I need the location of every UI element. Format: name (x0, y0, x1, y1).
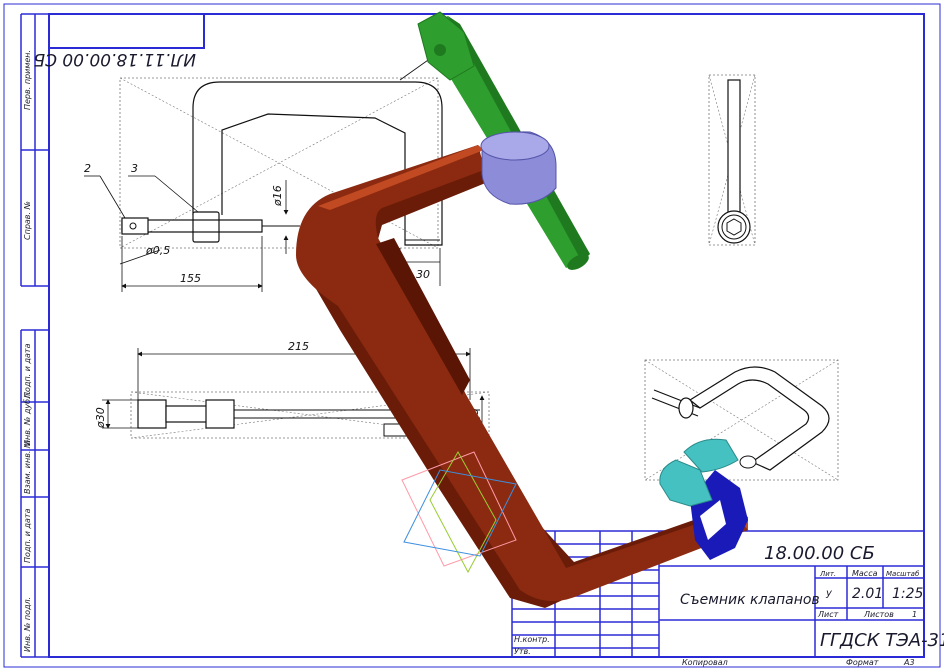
front-view (119, 77, 443, 249)
iso-view-bounds (644, 359, 839, 481)
callout-pos-2: 2 (84, 162, 91, 175)
side-view-hex (726, 218, 742, 236)
org-text: ГГДСК ТЭА-31 (820, 630, 944, 651)
front-view-pin (129, 222, 137, 230)
side-label-podp1: Подп. и дата (23, 343, 32, 398)
format-label: Формат (846, 658, 879, 667)
front-view-handle (121, 217, 149, 235)
side-label-vzam: Взам. инв. № (23, 440, 32, 494)
mass-value: 2.01 (852, 586, 883, 602)
iso-view-nut (678, 397, 694, 419)
top-view-handle (137, 399, 167, 429)
dim-d16: ø16 (271, 185, 284, 207)
clamp-body-inner-face (376, 238, 470, 395)
lit-label: Лит. (819, 570, 836, 578)
clamp-jaw (659, 438, 748, 560)
top-designation-box (48, 13, 205, 49)
callout-pos-3: 3 (131, 162, 138, 175)
designation-text: 18.00.00 СБ (764, 543, 875, 564)
sheet-label: Лист (817, 610, 839, 619)
side-view-bar (727, 79, 741, 213)
dim-d05: ø0,5 (145, 244, 170, 257)
row-label-nkontr: Н.контр. (514, 635, 550, 644)
side-label-inv-podl: Инв. № подл. (23, 597, 32, 652)
copied-label: Копировал (682, 658, 728, 667)
iso-view (644, 359, 839, 481)
format-value: А3 (903, 658, 915, 667)
mass-label: Масса (852, 569, 878, 578)
sheet-frame (3, 3, 941, 668)
sheet-inner-frame (48, 13, 925, 658)
front-view-nut (192, 211, 220, 243)
row-label-utv: Утв. (514, 647, 531, 656)
side-view (708, 74, 756, 246)
side-label-sprav: Справ. № (23, 201, 32, 240)
sheets-label: Листов (863, 610, 894, 619)
dim-d30: ø30 (94, 407, 107, 429)
scale-value: 1:25 (892, 586, 924, 602)
drawing-name: Съемник клапанов (680, 592, 820, 608)
side-strip-labels: Перв. примен. Справ. № Подп. и дата Инв.… (23, 50, 32, 652)
side-label-inv-dubl: Инв. № дубл. (23, 391, 32, 446)
clamp-3d-model (296, 145, 748, 608)
top-view-bounds (130, 391, 490, 439)
dim-30: 30 (416, 268, 430, 281)
letter-value: у (825, 588, 833, 599)
clamp-collar (480, 131, 557, 205)
side-label-podp2: Подп. и дата (23, 508, 32, 563)
side-strip (20, 13, 49, 658)
dim-155: 155 (180, 272, 201, 285)
top-view-nut (205, 399, 235, 429)
dim-215: 215 (288, 340, 309, 353)
screw-head (417, 11, 475, 81)
side-label-perv: Перв. примен. (23, 50, 32, 110)
clamp-body-top (318, 145, 484, 210)
top-designation-text: ИЛ.11.18.00.00 СБ (33, 49, 196, 69)
front-view-frame-outline (192, 81, 443, 246)
clamp-body-front (296, 145, 748, 602)
reference-planes (401, 450, 517, 574)
scale-label: Масштаб (886, 570, 920, 578)
sheets-value: 1 (912, 610, 917, 619)
